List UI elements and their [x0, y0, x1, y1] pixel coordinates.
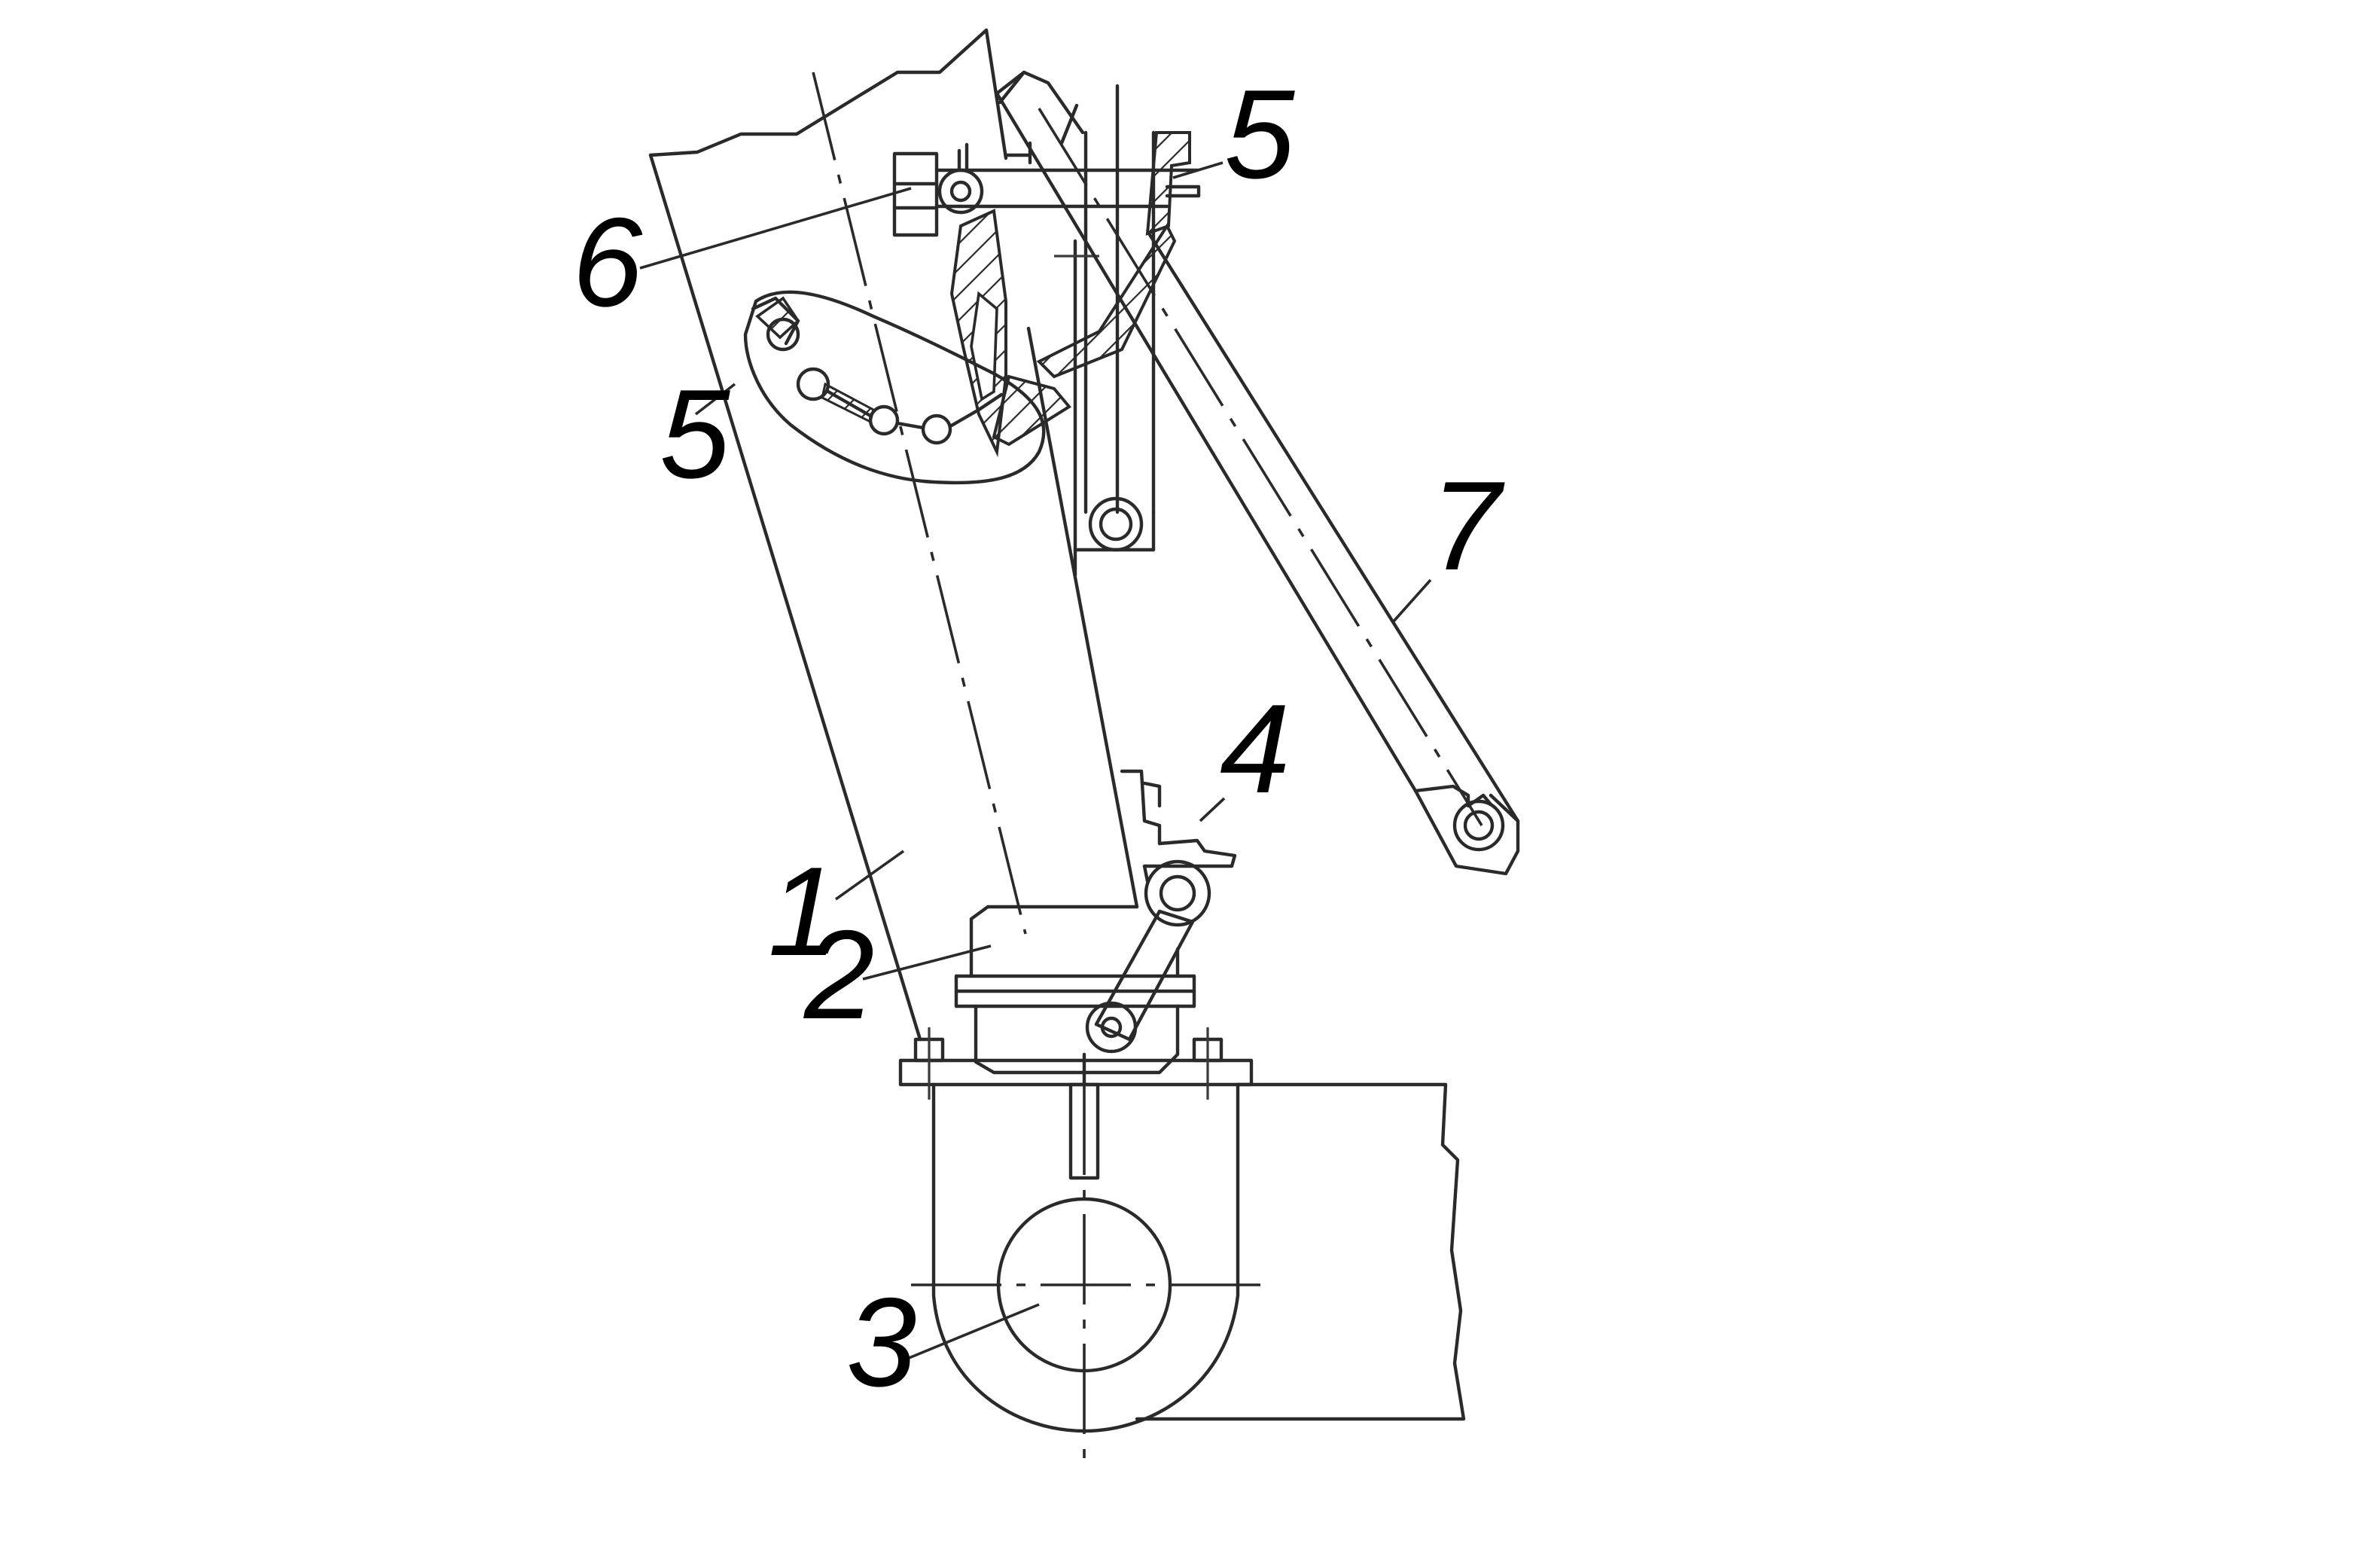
label-part-5-top: 5	[1224, 63, 1295, 205]
label-part-2: 2	[803, 904, 874, 1045]
label-part-3: 3	[846, 1271, 916, 1413]
inclined-rod	[995, 70, 1520, 876]
cutaway-detail	[743, 290, 1046, 485]
lever-assembly	[949, 209, 1177, 458]
drive-housing	[954, 905, 1196, 1075]
label-part-4: 4	[1220, 678, 1290, 819]
label-part-6: 6	[572, 191, 643, 333]
label-part-7: 7	[1431, 455, 1505, 597]
label-part-5-left: 5	[660, 363, 730, 505]
crank-mechanism	[1085, 769, 1237, 1054]
leader-lines	[639, 161, 1432, 1362]
base-housing	[898, 1027, 1466, 1469]
label-part-1: 1	[768, 841, 838, 982]
main-arm	[648, 28, 1139, 1042]
